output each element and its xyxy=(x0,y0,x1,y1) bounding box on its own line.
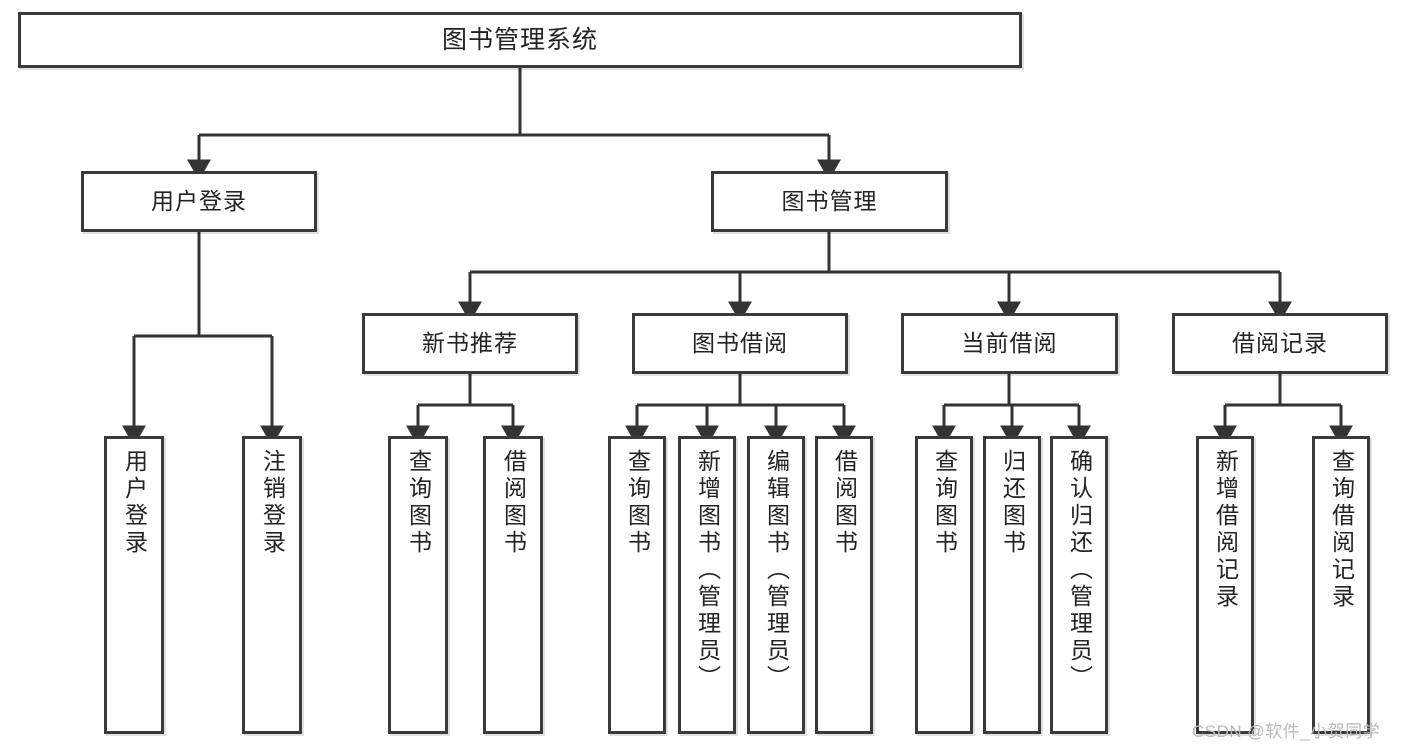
node-label: 借阅图书 xyxy=(500,449,527,557)
node-label: 查询借阅记录 xyxy=(1328,449,1355,611)
node-new-book-recommend[interactable]: 新书推荐 xyxy=(362,313,578,374)
node-label: 借阅图书 xyxy=(831,449,858,557)
node-leaf-borrow-book-2[interactable]: 借阅图书 xyxy=(815,436,873,734)
node-label: 编辑图书（管理员） xyxy=(763,449,790,692)
node-label: 借阅记录 xyxy=(1232,330,1328,357)
node-leaf-confirm-return[interactable]: 确认归还（管理员） xyxy=(1050,436,1108,734)
node-book-borrow[interactable]: 图书借阅 xyxy=(632,313,848,374)
node-label: 新增借阅记录 xyxy=(1212,449,1239,611)
node-leaf-logout[interactable]: 注销登录 xyxy=(242,436,302,734)
node-leaf-user-login[interactable]: 用户登录 xyxy=(104,436,164,734)
node-leaf-query-book-1[interactable]: 查询图书 xyxy=(388,436,448,734)
node-label: 新增图书（管理员） xyxy=(694,449,721,692)
node-user-login[interactable]: 用户登录 xyxy=(81,171,317,232)
node-label: 用户登录 xyxy=(151,188,247,215)
node-label: 查询图书 xyxy=(405,449,432,557)
node-book-management[interactable]: 图书管理 xyxy=(711,171,948,232)
node-current-borrow[interactable]: 当前借阅 xyxy=(901,313,1118,374)
node-label: 查询图书 xyxy=(624,449,651,557)
node-leaf-borrow-book-1[interactable]: 借阅图书 xyxy=(483,436,543,734)
node-leaf-add-book[interactable]: 新增图书（管理员） xyxy=(678,436,736,734)
node-leaf-edit-book[interactable]: 编辑图书（管理员） xyxy=(747,436,805,734)
node-leaf-query-book-3[interactable]: 查询图书 xyxy=(915,436,973,734)
node-label: 注销登录 xyxy=(259,449,286,557)
node-leaf-add-record[interactable]: 新增借阅记录 xyxy=(1196,436,1254,734)
node-label: 图书借阅 xyxy=(692,330,788,357)
node-label: 新书推荐 xyxy=(422,330,518,357)
node-label: 图书管理 xyxy=(781,188,878,215)
node-label: 确认归还（管理员） xyxy=(1066,449,1093,692)
node-label: 当前借阅 xyxy=(961,330,1058,357)
node-label: 归还图书 xyxy=(999,449,1026,557)
node-label: 用户登录 xyxy=(121,449,148,557)
node-leaf-query-book-2[interactable]: 查询图书 xyxy=(608,436,666,734)
node-root[interactable]: 图书管理系统 xyxy=(18,12,1022,68)
node-leaf-return-book[interactable]: 归还图书 xyxy=(983,436,1041,734)
connector-lines xyxy=(122,68,1353,447)
node-leaf-query-record[interactable]: 查询借阅记录 xyxy=(1312,436,1370,734)
node-label: 图书管理系统 xyxy=(441,25,598,54)
node-borrow-record[interactable]: 借阅记录 xyxy=(1172,313,1388,374)
node-label: 查询图书 xyxy=(931,449,958,557)
